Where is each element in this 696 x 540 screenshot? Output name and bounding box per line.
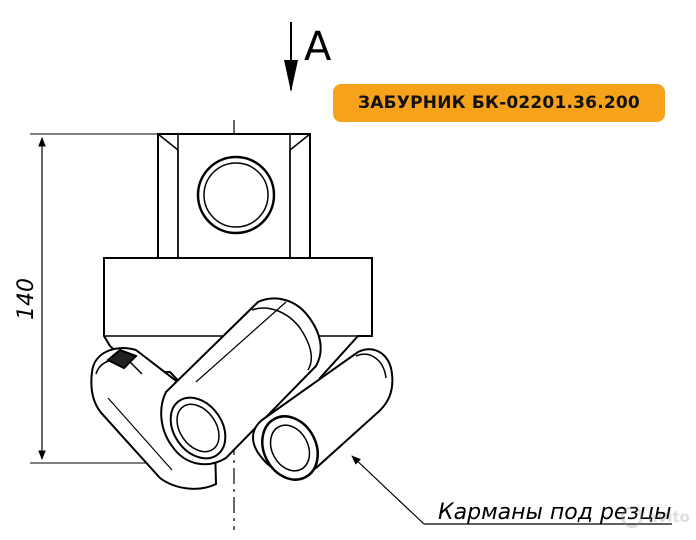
- view-label: A: [304, 24, 332, 70]
- dimension-label: 140: [14, 278, 39, 320]
- watermark: avito: [598, 500, 690, 534]
- view-direction-arrow: [284, 22, 298, 92]
- watermark-logo-icon: [621, 506, 644, 528]
- title-badge: ЗАБУРНИК БК-02201.36.200: [333, 84, 665, 122]
- shank-hole: [196, 155, 276, 235]
- watermark-text: avito: [647, 508, 690, 526]
- dimension-140: [30, 133, 165, 464]
- cutter-pocket-right: [252, 348, 394, 481]
- part-title: ЗАБУРНИК БК-02201.36.200: [358, 93, 640, 113]
- cutter-pocket-center: [160, 297, 322, 466]
